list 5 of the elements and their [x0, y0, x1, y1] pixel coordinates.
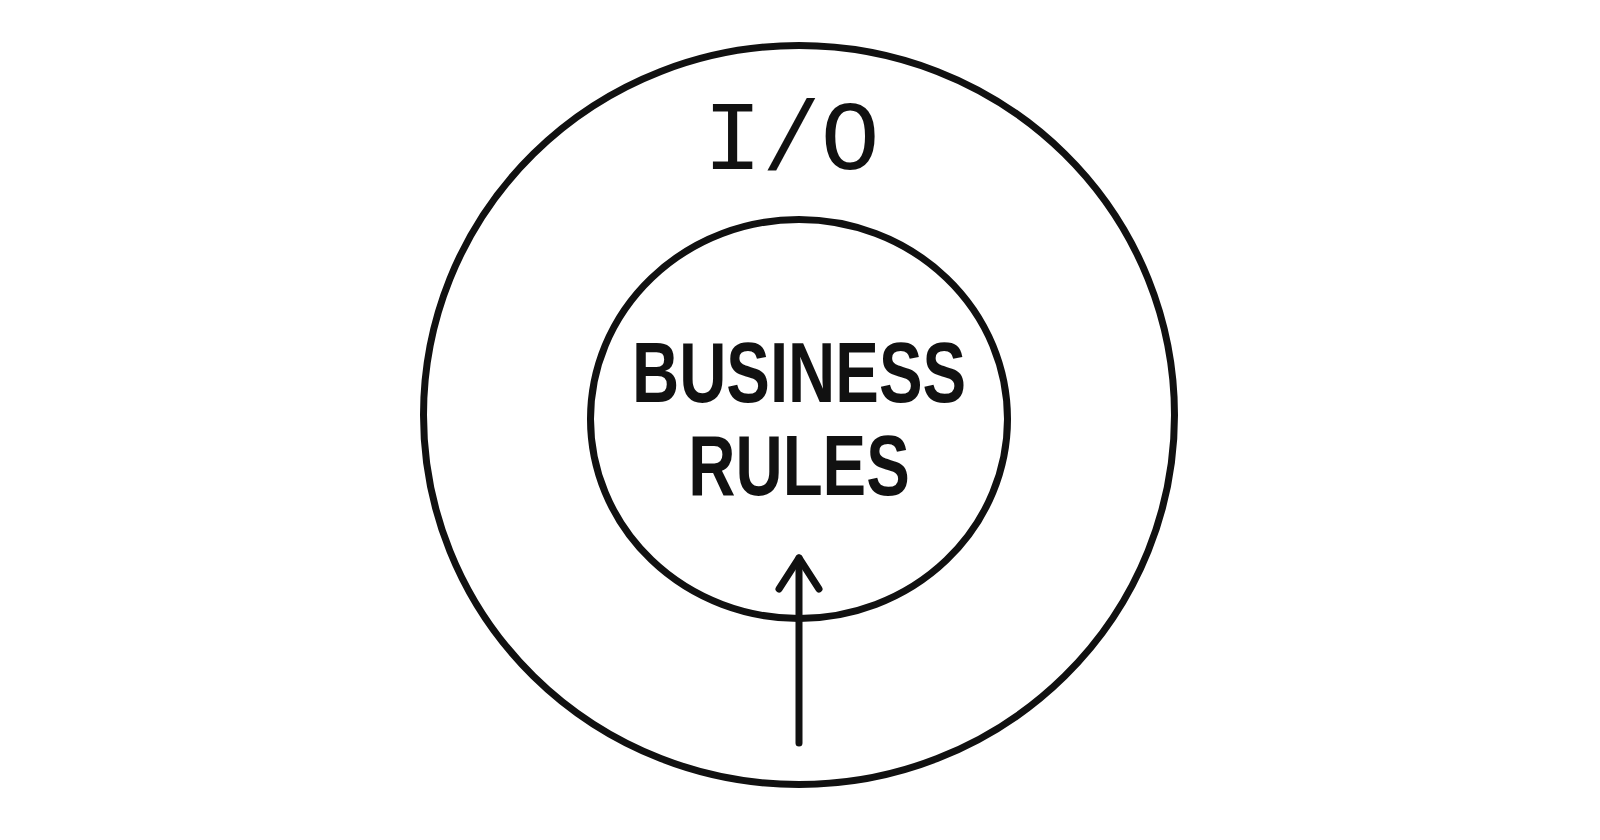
arrow: [775, 554, 823, 747]
layer-label: I/O: [703, 94, 880, 192]
outer-ring: [420, 42, 1178, 788]
core-label: BUSINESS RULES: [631, 326, 967, 512]
inner-circle: [587, 216, 1011, 622]
